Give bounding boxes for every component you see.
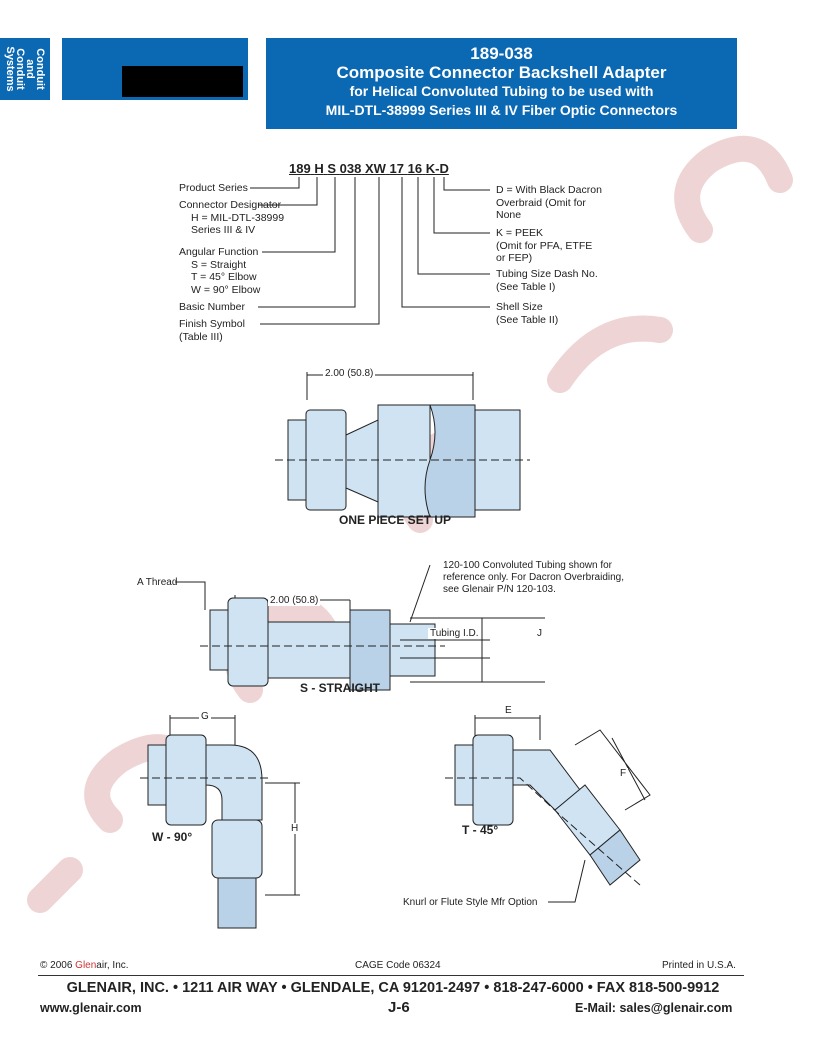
label-connector-designator: Connector Designator H = MIL-DTL-38999 S… [179,199,285,236]
tubing-id-label: Tubing I.D. [428,628,481,639]
website-link[interactable]: www.glenair.com [40,1001,142,1015]
code-basic: 038 [339,161,362,176]
code-angular: S [327,161,337,176]
w90-drawing [140,715,300,929]
footer-divider [38,975,744,976]
one-piece-caption: ONE PIECE SET UP [339,513,452,527]
company-address-line: GLENAIR, INC. • 1211 AIR WAY • GLENDALE,… [40,980,746,997]
logo-box [62,38,248,100]
straight-dimension: 2.00 (50.8) [268,595,321,606]
label-tubing-size: Tubing Size Dash No.(See Table I) [496,268,598,293]
callout-lines [250,177,490,325]
code-tubing: 16 [407,161,423,176]
part-number-title: 189-038 [470,44,533,63]
straight-drawing [175,564,545,691]
logo-redacted [122,66,243,97]
f-label: F [618,768,629,779]
technical-drawings [140,372,651,929]
one-piece-dimension: 2.00 (50.8) [323,368,376,379]
section-tab: Conduit and Conduit Systems [0,38,50,100]
w90-caption: W - 90° [152,830,193,844]
code-options: K-D [425,161,449,176]
product-title: Composite Connector Backshell Adapter [336,63,667,82]
a-thread-label: A Thread [137,577,178,588]
label-angular-function: Angular Function S = Straight T = 45° El… [179,246,261,296]
code-shell: 17 [389,161,405,176]
part-code: 189 H S 038 XW 17 16 K-D [289,161,449,176]
email-link[interactable]: E-Mail: sales@glenair.com [575,1001,733,1015]
cage-code: CAGE Code 06324 [355,960,441,971]
code-designator: H [314,161,324,176]
page-number: J-6 [388,999,410,1016]
label-product-series: Product Series [179,182,248,194]
knurl-note: Knurl or Flute Style Mfr Option [403,897,538,908]
label-shell-size: Shell Size(See Table II) [496,301,559,326]
copyright: © 2006 Glenair, Inc. [40,960,129,971]
subtitle-1: for Helical Convoluted Tubing to be used… [349,83,654,99]
straight-caption: S - STRAIGHT [300,681,380,695]
printed-in: Printed in U.S.A. [662,960,736,971]
title-block: 189-038 Composite Connector Backshell Ad… [266,38,737,129]
code-finish: XW [364,161,386,176]
t45-caption: T - 45° [462,823,499,837]
h-label: H [289,823,301,834]
j-label: J [535,628,544,639]
code-series: 189 [289,161,311,176]
subtitle-2: MIL-DTL-38999 Series III & IV Fiber Opti… [325,102,678,118]
company-address: GLENAIR, INC. • 1211 AIR WAY • GLENDALE,… [66,980,720,996]
e-label: E [503,705,514,716]
label-basic-number: Basic Number [179,301,245,313]
g-label: G [199,711,211,722]
one-piece-drawing [275,372,530,518]
t45-drawing [445,715,651,903]
label-finish-symbol: Finish Symbol(Table III) [179,318,245,343]
